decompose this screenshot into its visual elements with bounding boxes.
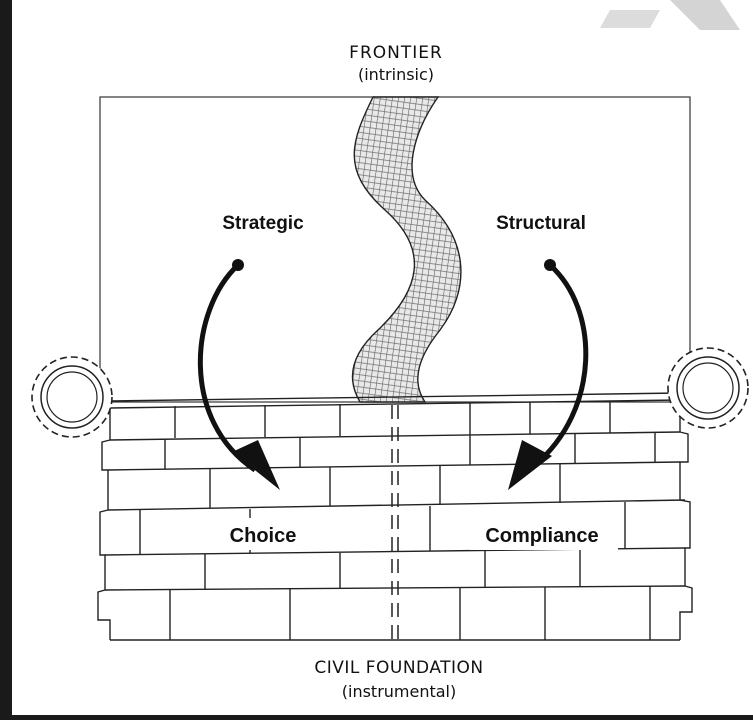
structural-label: Structural: [496, 213, 586, 234]
choice-label-bg: [218, 518, 308, 550]
compliance-label-bg: [470, 518, 618, 550]
corner-watermark: [600, 10, 660, 28]
corner-watermark: [670, 0, 740, 30]
compliance-label: Compliance: [485, 525, 598, 547]
structural-arrow: [508, 259, 589, 490]
brick-wall: [97, 392, 693, 641]
strategic-arrow: [197, 259, 280, 490]
foundation-subtitle: (instrumental): [342, 682, 457, 701]
foundation-title: CIVIL FOUNDATION: [314, 658, 483, 678]
choice-label: Choice: [230, 525, 297, 547]
frontier-wave-column: [351, 96, 462, 403]
gear-wheel-icon: [667, 347, 749, 429]
gear-wheel-icon: [31, 356, 113, 438]
frontier-subtitle: (intrinsic): [358, 65, 434, 84]
strategic-label: Strategic: [222, 213, 304, 234]
frontier-title: FRONTIER: [349, 43, 443, 63]
